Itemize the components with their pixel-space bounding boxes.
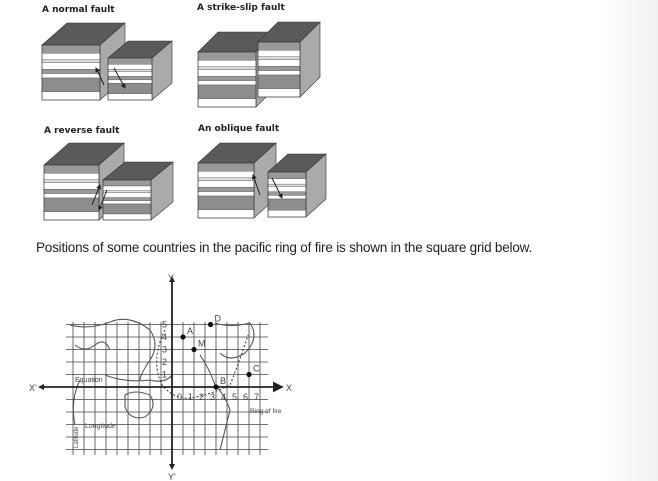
point-label: D xyxy=(215,314,222,324)
block-outline xyxy=(197,51,257,108)
point-label: C xyxy=(253,364,260,374)
block-outline xyxy=(197,162,255,219)
grid-point-b: B xyxy=(213,376,226,390)
point-marker xyxy=(213,384,219,390)
rock-block xyxy=(267,153,327,218)
y-tick-label: 5 xyxy=(162,320,167,330)
point-label: M xyxy=(198,339,206,349)
x-tick-label: 7 xyxy=(254,392,259,402)
x-tick-label: 2 xyxy=(199,392,204,402)
y-tick-label: 4 xyxy=(162,332,167,342)
x-tick-label: 3 xyxy=(210,392,215,402)
block-outline xyxy=(107,57,153,101)
map-coastline xyxy=(104,374,173,382)
point-label: B xyxy=(220,376,226,386)
block-outline xyxy=(41,44,101,101)
latitude-label: Latitude xyxy=(74,426,80,448)
longitude-label: Longitude xyxy=(85,423,116,430)
slip-arrow-icon xyxy=(113,67,126,89)
x-tick-label: 1 xyxy=(188,392,193,402)
equator-label: Equation xyxy=(75,377,103,384)
x-axis-neg-label: X' xyxy=(29,383,37,393)
oblique-fault-label: An oblique fault xyxy=(198,124,280,134)
y-tick-label: 3 xyxy=(162,345,167,355)
slip-arrow-icon xyxy=(91,184,101,206)
slip-arrow-icon xyxy=(271,177,283,199)
map-coastline xyxy=(124,391,154,419)
page-edge-shadow xyxy=(598,0,658,481)
block-outline xyxy=(267,171,307,218)
x-tick-label: 4 xyxy=(221,392,226,402)
point-marker xyxy=(191,346,197,353)
map-coastline xyxy=(69,318,156,381)
normal-fault-label: A normal fault xyxy=(42,5,115,15)
rock-block xyxy=(107,40,173,101)
strike-slip-fault-label: A strike-slip fault xyxy=(197,3,285,13)
point-marker xyxy=(207,321,214,328)
slip-arrow-icon xyxy=(95,67,105,86)
grid-description: Positions of some countries in the pacif… xyxy=(36,240,533,255)
block-outline xyxy=(257,41,301,98)
x-tick-label: 6 xyxy=(243,392,248,402)
grid-point-c: C xyxy=(246,364,260,378)
y-axis-neg-label: Y' xyxy=(168,472,176,481)
reverse-fault-label: A reverse fault xyxy=(44,126,120,136)
grid-point-m: M xyxy=(191,339,206,353)
map-coastline xyxy=(72,379,81,426)
x-axis-label: X xyxy=(286,383,292,393)
point-label: A xyxy=(187,326,193,336)
rock-block xyxy=(102,161,174,221)
map-coastline xyxy=(74,341,111,351)
map-coastline xyxy=(214,322,255,359)
block-outline xyxy=(43,164,100,221)
y-tick-label: 2 xyxy=(162,357,167,367)
rock-block xyxy=(257,21,321,98)
y-axis-label: Y xyxy=(168,273,174,283)
ring-of-fire-line xyxy=(156,329,249,399)
axis-arrowheads-icon xyxy=(38,276,175,470)
x-tick-label: 5 xyxy=(232,392,237,402)
x-tick-label: 0 xyxy=(177,392,182,402)
fault-diagrams xyxy=(41,21,327,221)
ring-of-fire-label: Ring of fire xyxy=(250,408,282,415)
slip-arrow-icon xyxy=(98,189,108,211)
map-coastline xyxy=(199,354,231,451)
grid-point-d: D xyxy=(207,314,222,328)
y-tick-label: 1 xyxy=(162,370,167,380)
point-marker xyxy=(246,371,252,378)
grid-point-a: A xyxy=(180,326,193,340)
point-marker xyxy=(180,334,186,340)
slip-arrow-icon xyxy=(251,174,261,196)
